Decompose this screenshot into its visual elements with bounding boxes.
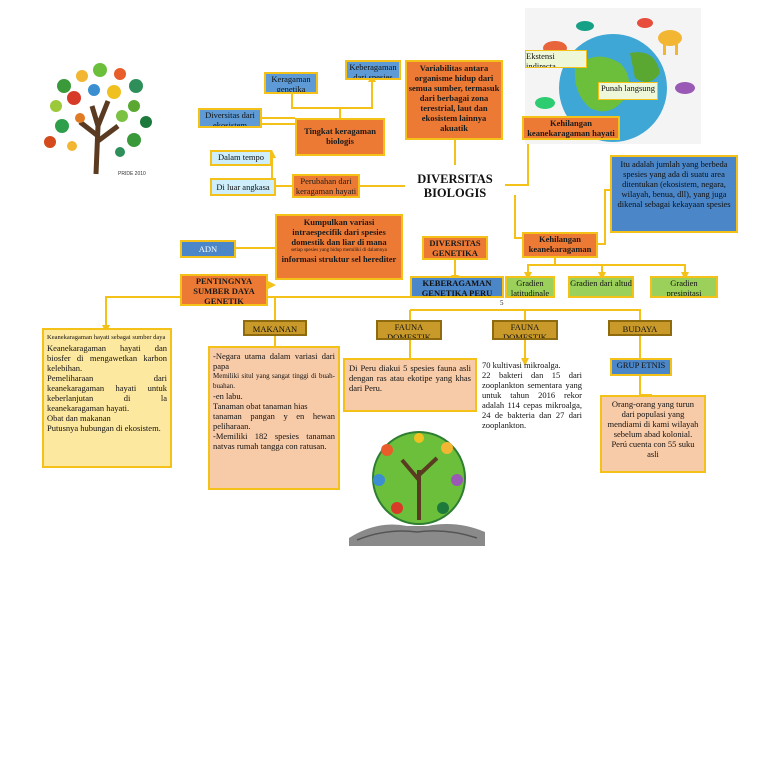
fauna-domestik-header-2: FAUNA DOMESTIK	[492, 320, 558, 340]
kehilangan-top-node: Kehilangan keanekaragaman hayati	[522, 116, 620, 140]
kumpulkan-node: Kumpulkan variasi intraespecifik dari sp…	[275, 214, 403, 280]
perubahan-node: Perubahan dari keragaman hayati	[292, 174, 360, 198]
variabilitas-node: Variabilitas antara organisme hidup dari…	[405, 60, 503, 140]
fauna1-line-0: Di Peru diakui 5 spesies fauna asli deng…	[349, 363, 471, 393]
grup-etnis-header: GRUP ETNIS	[610, 358, 672, 376]
adn-node: ADN	[180, 240, 236, 258]
pentingnya-line-0: Keanekaragaman hayati sebagai sumber day…	[47, 334, 166, 341]
gradien-presipitasi-node: Gradien presipitasi	[650, 276, 718, 298]
pentingnya-line-3: Obat dan makanan	[47, 413, 111, 423]
pentingnya-body: Keanekaragaman hayati sebagai sumber day…	[42, 328, 172, 468]
page-title: DIVERSITAS BIOLOGIS	[417, 172, 493, 200]
diversitas-genetika-node: DIVERSITAS GENETIKA	[422, 236, 488, 260]
makanan-line-0: -Negara utama dalam variasi dari papa	[213, 351, 335, 371]
punah-node: Punah langsung	[598, 82, 658, 100]
makanan-header: MAKANAN	[243, 320, 307, 336]
diversitas-ekosistem-node: Diversitas dari ekosistem	[198, 108, 262, 128]
dalam-tempo-node: Dalam tempo	[210, 150, 272, 166]
kumpulkan-text-a: Kumpulkan variasi intraespecifik dari sp…	[291, 217, 387, 247]
fauna2-body: 70 kultivasi mikroalga. 22 bakteri dan 1…	[482, 360, 582, 448]
pentingnya-line-1: Keanekaragaman hayati dan biosfer di men…	[47, 343, 167, 373]
definisi-spesies-node: Itu adalah jumlah yang berbeda spesies y…	[610, 155, 738, 233]
makanan-line-4: tanaman pangan y en hewan peliharaan.	[213, 411, 335, 431]
pentingnya-line-2: Pemeliharaan dari keanekaragaman hayati …	[47, 373, 167, 413]
gradien-altud-node: Gradien dari altud	[568, 276, 634, 298]
di-luar-angkasa-node: Di luar angkasa	[210, 178, 276, 196]
tingkat-keragaman-node: Tingkat keragaman biologis	[295, 118, 385, 156]
pentingnya-node: PENTINGNYA SUMBER DAYA GENETIK	[180, 274, 268, 306]
tree-caption: PRIDE 2010	[118, 171, 146, 177]
keberagaman-genetika-node: Keragaman genetika	[264, 72, 318, 94]
fauna2-line-0: 70 kultivasi mikroalga.	[482, 360, 561, 370]
keberagaman-spesies-node: Keberagaman dari spesies	[345, 60, 401, 80]
makanan-line-2: -en labu.	[213, 391, 243, 401]
makanan-body: -Negara utama dalam variasi dari papa Me…	[208, 346, 340, 490]
fauna2-line-1: 22 bakteri dan 15 dari zooplankton semen…	[482, 370, 582, 430]
gradien-latitudinale-node: Gradien latitudinale	[505, 276, 555, 298]
biodiversity-tree-illustration: PRIDE 2010	[34, 56, 164, 180]
kehilangan-bottom-node: Kehilangan keanekaragaman hayati	[522, 232, 598, 258]
makanan-line-1: Memiliki situl yang sangat tinggi di bua…	[213, 372, 335, 390]
makanan-line-5: -Memiliki 182 spesies tanaman natvas rum…	[213, 431, 335, 451]
budaya-line-0: Orang-orang yang turun dari populasi yan…	[607, 399, 699, 439]
hands-animals-illustration	[347, 420, 487, 546]
page-number: 5	[500, 299, 504, 307]
kumpulkan-text-b: informasi struktur sel herediter	[281, 254, 397, 264]
budaya-line-1: Perú cuenta con 55 suku asli	[611, 439, 695, 459]
ekstensi-node: Ekstensi indirecta	[525, 50, 587, 68]
fauna-domestik-header-1: FAUNA DOMESTIK	[376, 320, 442, 340]
keberagaman-peru-node: KEBERAGAMAN GENETIKA PERU	[410, 276, 504, 298]
makanan-line-3: Tanaman obat tanaman hias	[213, 401, 308, 411]
budaya-header: BUDAYA	[608, 320, 672, 336]
kumpulkan-text-small: setiap spesies yang hidup memiliki di da…	[291, 248, 387, 253]
budaya-body: Orang-orang yang turun dari populasi yan…	[600, 395, 706, 473]
pentingnya-line-4: Putusnya hubungan di ekosistem.	[47, 423, 161, 433]
fauna1-body: Di Peru diakui 5 spesies fauna asli deng…	[343, 358, 477, 412]
